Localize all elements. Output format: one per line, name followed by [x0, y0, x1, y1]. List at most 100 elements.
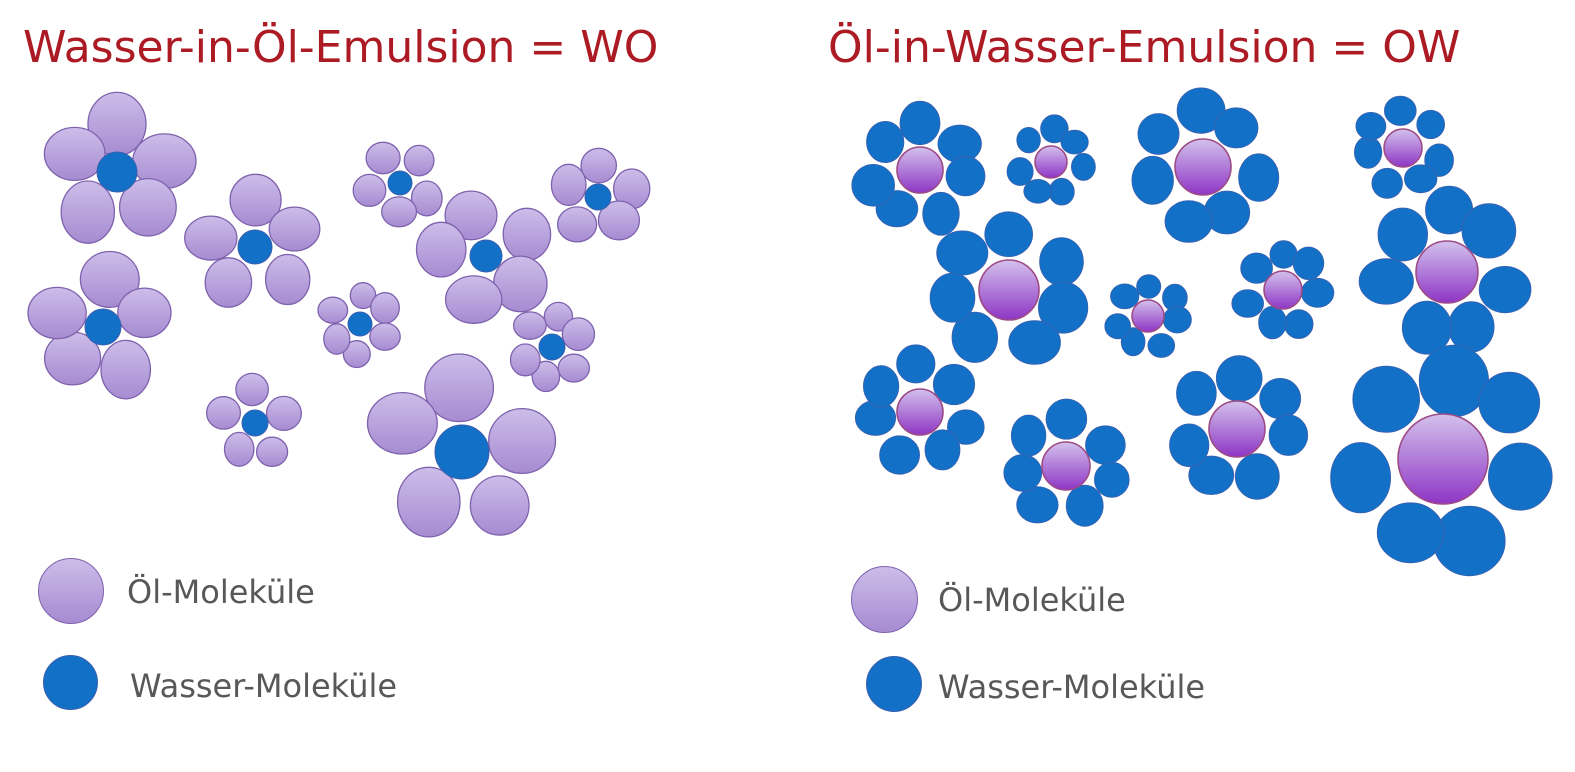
oil-molecule-circle — [342, 340, 371, 369]
water-molecule-circle — [1478, 371, 1541, 434]
water-droplet-circle — [538, 333, 566, 361]
oil-molecule-circle — [265, 395, 302, 432]
water-molecule-circle — [1048, 177, 1075, 206]
wo-cluster — [184, 173, 321, 308]
oil-molecule-circle — [469, 475, 530, 536]
water-molecule-circle — [1023, 179, 1053, 204]
ow-cluster — [1231, 240, 1335, 340]
water-molecule-circle — [1065, 484, 1104, 527]
water-molecule-circle — [1085, 425, 1126, 465]
oil-droplet-circle — [1034, 145, 1068, 179]
water-molecule-circle — [1006, 157, 1034, 186]
oil-molecule-circle — [444, 190, 498, 241]
oil-molecule-circle — [403, 144, 435, 177]
water-droplet-circle — [237, 229, 273, 265]
ow-cluster — [1006, 114, 1096, 206]
oil-molecule-circle — [352, 173, 387, 208]
oil-molecule-circle — [264, 253, 311, 306]
oil-droplet-circle — [1263, 270, 1303, 310]
water-molecule-circle — [932, 363, 976, 406]
water-molecule-circle — [1045, 398, 1088, 440]
water-molecule-circle — [1008, 320, 1061, 365]
water-molecule-circle — [1371, 167, 1403, 199]
water-molecule-circle — [1169, 423, 1210, 468]
oil-molecule-circle — [561, 317, 596, 352]
water-molecule-circle — [922, 191, 960, 236]
water-molecule-circle — [1259, 377, 1302, 420]
water-molecule-circle — [1461, 203, 1517, 259]
water-molecule-circle — [1110, 283, 1140, 310]
water-molecule-circle — [1416, 109, 1445, 140]
oil-droplet-circle — [1415, 240, 1479, 304]
oil-legend-label: Öl-Moleküle — [127, 573, 315, 611]
water-molecule-circle — [1137, 113, 1180, 155]
water-molecule-circle — [879, 435, 920, 475]
oil-molecule-circle — [557, 353, 591, 383]
oil-molecule-circle — [365, 141, 401, 175]
water-molecule-circle — [896, 344, 936, 384]
water-molecule-circle — [1433, 505, 1506, 577]
water-molecule-circle — [1060, 129, 1089, 155]
water-molecule-circle — [1352, 365, 1420, 433]
water-droplet-circle — [584, 183, 612, 211]
oil-molecule-circle — [229, 173, 282, 227]
water-droplet-circle — [434, 424, 490, 480]
oil-molecule-circle — [550, 163, 587, 207]
ow-cluster — [1358, 185, 1532, 355]
water-droplet-circle — [96, 151, 138, 193]
ow-cluster — [1131, 87, 1280, 243]
water-molecule-circle — [1231, 289, 1264, 318]
water-molecule-circle — [1136, 274, 1162, 299]
oil-droplet-circle — [1397, 413, 1489, 505]
water-molecule-circle — [1164, 200, 1213, 243]
water-molecule-circle — [1355, 112, 1387, 141]
water-molecule-circle — [862, 365, 900, 408]
water-molecule-circle — [1003, 454, 1043, 492]
water-molecule-circle — [936, 230, 989, 276]
water-molecule-circle — [1377, 207, 1428, 262]
water-molecule-circle — [1215, 355, 1263, 402]
wo-cluster — [509, 301, 596, 393]
water-molecule-circle — [1384, 95, 1417, 126]
water-molecule-circle — [951, 311, 998, 363]
ow-cluster — [851, 100, 986, 236]
oil-molecule-circle — [410, 180, 443, 217]
water-molecule-swatch — [43, 655, 98, 710]
water-molecule-circle — [929, 272, 976, 323]
ow-cluster — [1354, 95, 1454, 199]
oil-molecule-circle — [235, 372, 269, 407]
water-molecule-circle — [1238, 153, 1280, 202]
water-molecule-circle — [946, 409, 985, 445]
oil-molecule-circle — [118, 177, 177, 237]
oil-molecule-circle — [509, 343, 541, 377]
water-molecule-circle — [1330, 442, 1391, 514]
ow-cluster — [1104, 274, 1192, 358]
oil-molecule-swatch — [38, 558, 104, 624]
oil-droplet-circle — [1041, 441, 1091, 491]
oil-molecule-circle — [323, 323, 351, 355]
water-molecule-circle — [1214, 107, 1259, 149]
ow-cluster — [929, 211, 1089, 365]
water-molecule-circle — [1071, 152, 1096, 181]
wo-title: Wasser-in-Öl-Emulsion = WO — [23, 22, 659, 73]
water-molecule-circle — [1283, 309, 1314, 339]
oil-molecule-circle — [531, 360, 561, 393]
oil-molecule-circle — [205, 396, 242, 430]
water-molecule-circle — [1354, 135, 1383, 169]
oil-legend-label: Öl-Moleküle — [938, 581, 1126, 619]
water-molecule-circle — [1016, 127, 1041, 154]
water-molecule-circle — [1376, 502, 1445, 564]
water-molecule-circle — [1147, 333, 1176, 358]
water-molecule-circle — [1292, 246, 1325, 280]
water-droplet-circle — [241, 409, 269, 437]
oil-molecule-circle — [396, 466, 461, 538]
water-molecule-circle — [945, 155, 986, 197]
oil-molecule-circle — [369, 322, 401, 351]
oil-molecule-circle — [580, 147, 618, 184]
oil-molecule-circle — [597, 200, 641, 241]
oil-molecule-circle — [60, 180, 116, 244]
water-droplet-circle — [347, 311, 373, 337]
water-molecule-circle — [1488, 442, 1553, 511]
water-molecule-circle — [1478, 265, 1532, 314]
